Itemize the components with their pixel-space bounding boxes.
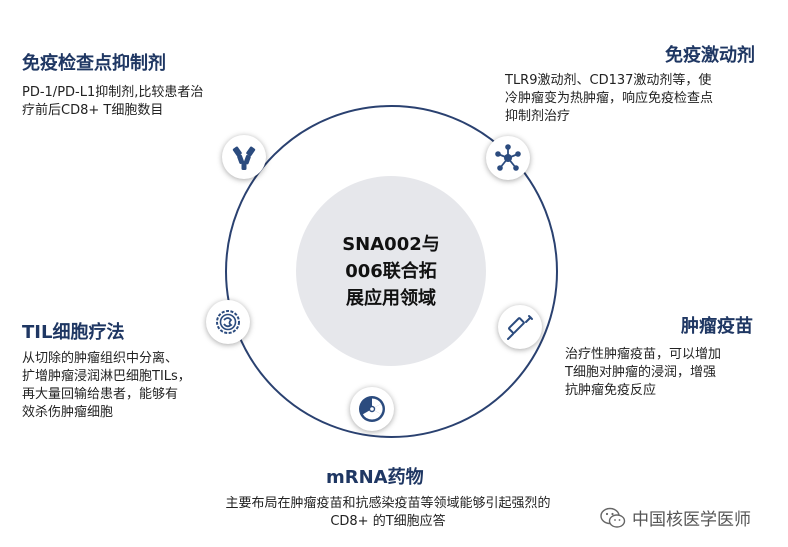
radiation-icon bbox=[350, 387, 394, 431]
agonist-desc: TLR9激动剂、CD137激动剂等，使 冷肿瘤变为热肿瘤，响应免疫检查点 抑制剂… bbox=[505, 73, 714, 124]
til-desc: 从切除的肿瘤组织中分离、 扩增肿瘤浸润淋巴细胞TILs， 再大量回输给患者，能够… bbox=[22, 351, 191, 420]
til-title: TIL细胞疗法 bbox=[22, 322, 125, 343]
orbit-ring bbox=[225, 105, 558, 438]
checkpoint-desc: PD-1/PD-L1抑制剂,比较患者治 疗前后CD8+ T细胞数目 bbox=[22, 85, 204, 118]
watermark: 中国核医学医师 bbox=[600, 505, 751, 530]
agonist-title: 免疫激动剂 bbox=[665, 45, 755, 66]
antibody-icon bbox=[222, 135, 266, 179]
mrna-title: mRNA药物 bbox=[326, 467, 424, 488]
center-circle: SNA002与 006联合拓 展应用领域 bbox=[296, 176, 486, 366]
cell-icon bbox=[206, 300, 250, 344]
syringe-icon bbox=[498, 305, 542, 349]
vaccine-title: 肿瘤疫苗 bbox=[681, 316, 753, 337]
wechat-icon bbox=[600, 507, 626, 528]
vaccine-desc: 治疗性肿瘤疫苗，可以增加 T细胞对肿瘤的浸润，增强 抗肿瘤免疫反应 bbox=[565, 347, 722, 398]
center-label: SNA002与 006联合拓 展应用领域 bbox=[342, 233, 440, 309]
watermark-text: 中国核医学医师 bbox=[632, 510, 751, 530]
checkpoint-title: 免疫检查点抑制剂 bbox=[22, 53, 166, 74]
molecule-network-icon bbox=[486, 136, 530, 180]
mrna-desc: 主要布局在肿瘤疫苗和抗感染疫苗等领域能够引起强烈的 CD8+ 的T细胞应答 bbox=[225, 496, 551, 529]
